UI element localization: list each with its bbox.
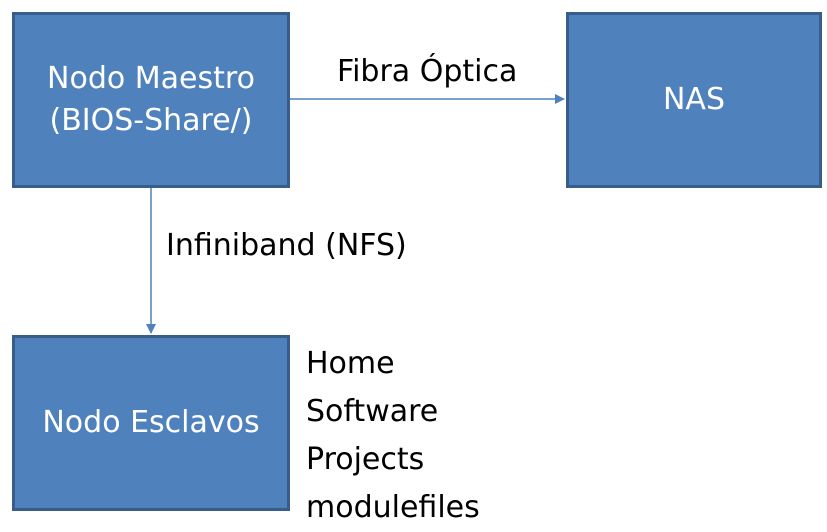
shared-dir-item: Projects [306, 442, 425, 477]
master-node-subtitle: (BIOS-Share/) [49, 103, 253, 138]
infiniband-connection-label: Infiniband (NFS) [166, 228, 407, 263]
master-node-box: Nodo Maestro (BIOS-Share/) [12, 12, 290, 188]
shared-dir-item: Software [306, 394, 439, 429]
master-node-title: Nodo Maestro [47, 61, 255, 96]
nas-node-label: NAS [662, 82, 725, 117]
fibra-connection-label: Fibra Óptica [337, 54, 518, 89]
slave-nodes-label: Nodo Esclavos [42, 405, 260, 440]
nas-node-box: NAS [566, 12, 822, 188]
shared-directories-list: Home Software Projects modulefiles [306, 340, 480, 532]
shared-dir-item: Home [306, 346, 395, 381]
shared-dir-item: modulefiles [306, 490, 480, 525]
slave-nodes-box: Nodo Esclavos [12, 335, 290, 511]
